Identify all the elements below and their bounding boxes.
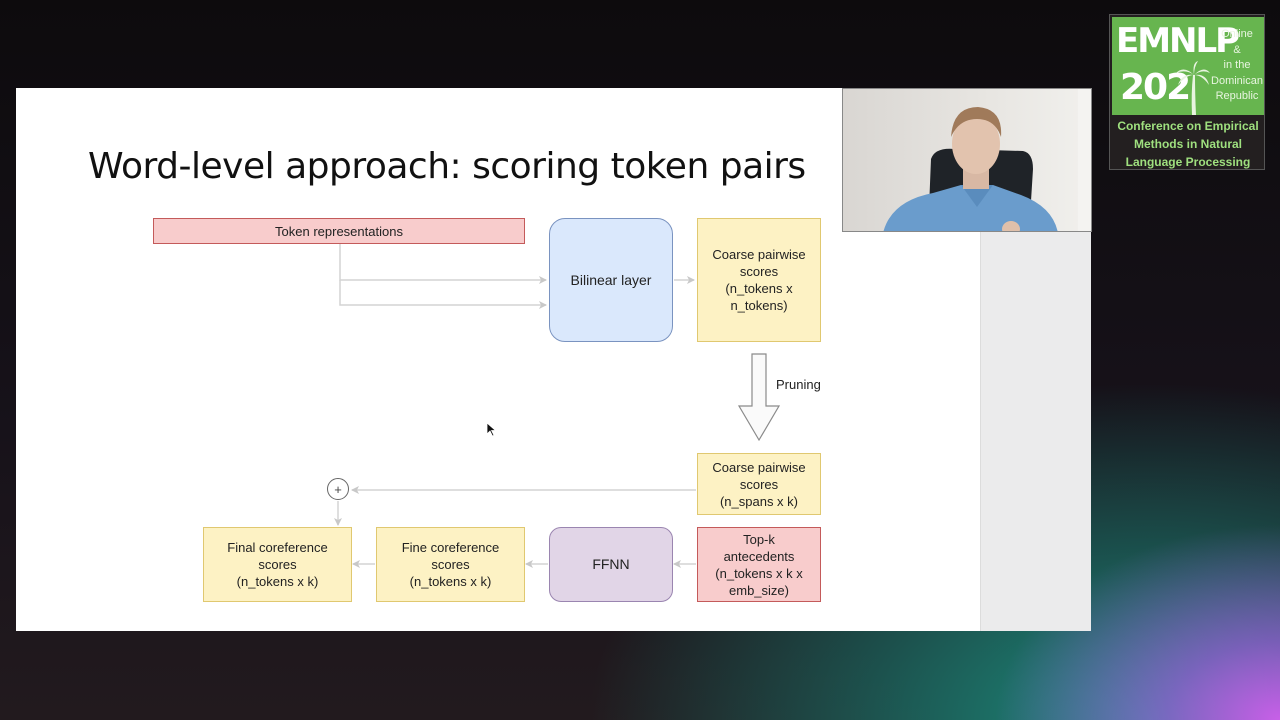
presenter-video-icon (883, 89, 1091, 231)
logo-green-banner: EMNLP 202 Online & in the Dominican Repu… (1112, 17, 1264, 115)
diagram-connectors (334, 243, 781, 568)
pruning-label: Pruning (776, 377, 821, 392)
logo-full-name: Conference on Empirical Methods in Natur… (1117, 119, 1259, 169)
sum-node: + (327, 478, 349, 500)
palm-tree-icon (1176, 61, 1210, 115)
pruning-arrow (737, 353, 781, 442)
slide-title: Word-level approach: scoring token pairs (88, 146, 806, 187)
ffnn-box: FFNN (549, 527, 673, 602)
logo-conference-name: EMNLP (1116, 21, 1240, 61)
logo-location: Online & in the Dominican Republic (1211, 28, 1263, 102)
coarse-pairwise-scores-full-box: Coarse pairwise scores (n_tokens x n_tok… (697, 218, 821, 342)
emnlp-conference-logo: EMNLP 202 Online & in the Dominican Repu… (1109, 14, 1265, 170)
slide-side-panel (980, 232, 1091, 631)
coarse-pairwise-scores-pruned-box: Coarse pairwise scores (n_spans x k) (697, 453, 821, 515)
connector-token-to-bilinear-2 (339, 280, 547, 309)
bilinear-layer-box: Bilinear layer (549, 218, 673, 342)
presenter-webcam (842, 88, 1092, 232)
connector-token-to-bilinear-1 (339, 243, 547, 284)
logo-year: 202 (1120, 67, 1191, 108)
token-representations-box: Token representations (153, 218, 525, 244)
final-coreference-scores-box: Final coreference scores (n_tokens x k) (203, 527, 352, 602)
mouse-cursor-icon (486, 422, 497, 437)
fine-coreference-scores-box: Fine coreference scores (n_tokens x k) (376, 527, 525, 602)
top-k-antecedents-box: Top-k antecedents (n_tokens x k x emb_si… (697, 527, 821, 602)
